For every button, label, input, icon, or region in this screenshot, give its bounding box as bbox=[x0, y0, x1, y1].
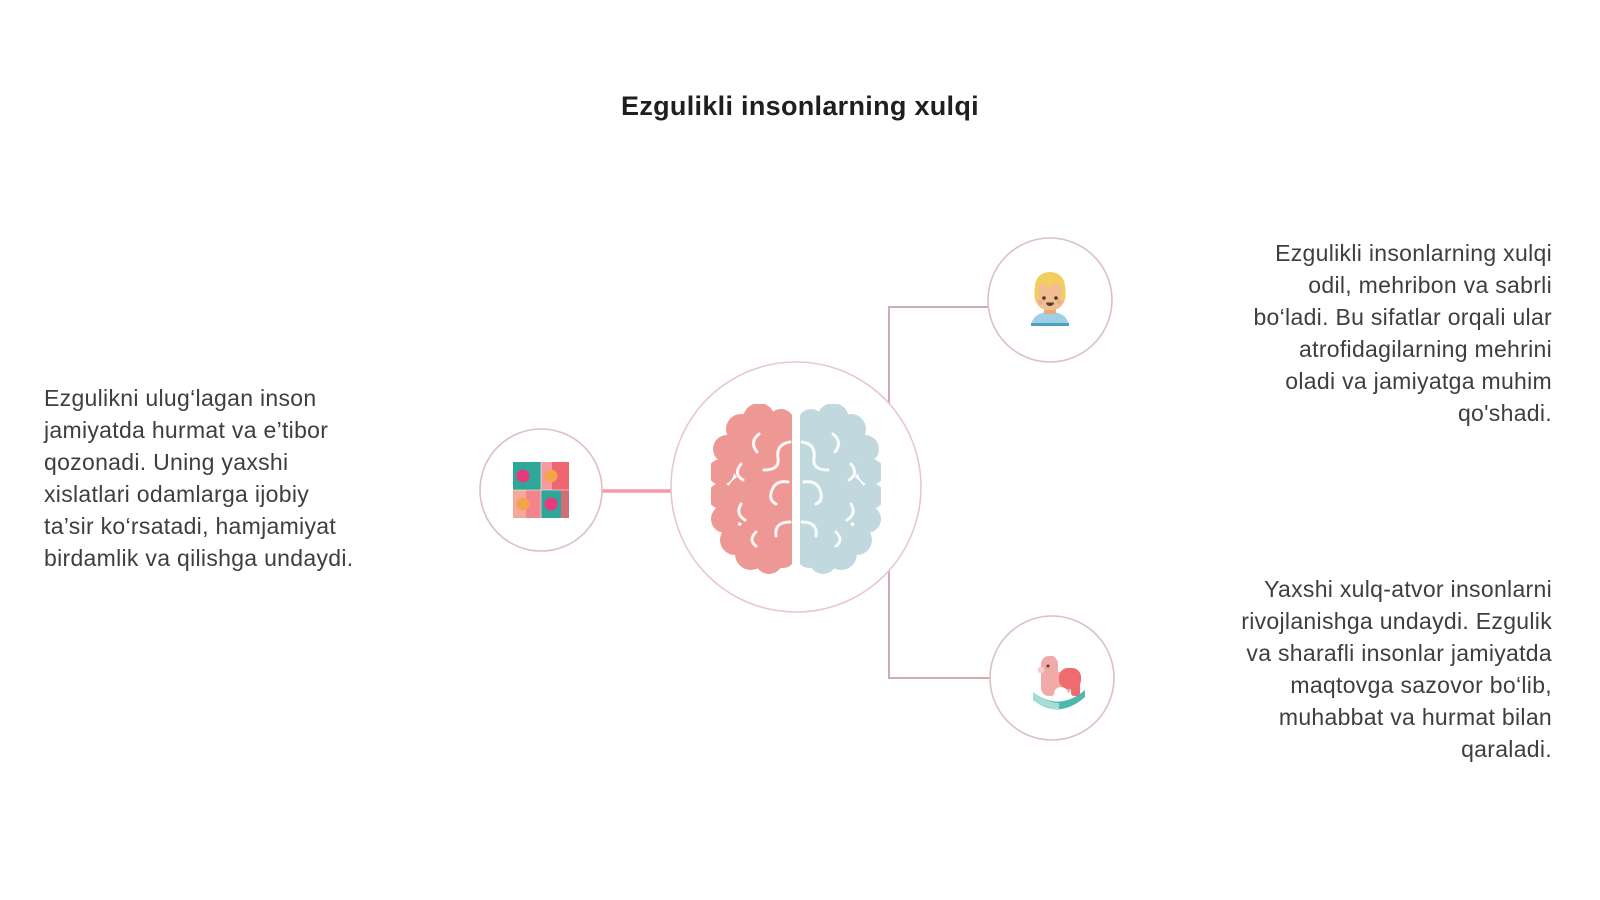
note-line: jamiyatda hurmat va e’tibor bbox=[44, 417, 329, 443]
note-line: va sharafli insonlar jamiyatda bbox=[1246, 640, 1552, 666]
note-line: Ezgulikli insonlarning xulqi bbox=[1275, 240, 1552, 266]
note-line: bo‘ladi. Bu sifatlar orqali ular bbox=[1253, 304, 1552, 330]
note-line: muhabbat va hurmat bilan bbox=[1278, 704, 1552, 730]
note-line: qo'shadi. bbox=[1457, 400, 1552, 426]
note-line: Yaxshi xulq-atvor insonlarni bbox=[1264, 576, 1552, 602]
diagram-title: Ezgulikli insonlarning xulqi bbox=[621, 91, 979, 121]
annotation-top-right: Ezgulikli insonlarning xulqi odil, mehri… bbox=[1253, 237, 1552, 429]
note-line: odil, mehribon va sabrli bbox=[1308, 272, 1552, 298]
brain-icon bbox=[711, 404, 881, 574]
note-line: ta’sir ko‘rsatadi, hamjamiyat bbox=[44, 513, 337, 539]
annotation-bottom-right: Yaxshi xulq-atvor insonlarni rivojlanish… bbox=[1241, 573, 1552, 765]
note-line: rivojlanishga undaydi. Ezgulik bbox=[1241, 608, 1552, 634]
note-line: maqtovga sazovor bo‘lib, bbox=[1290, 672, 1552, 698]
note-line: qozonadi. Uning yaxshi bbox=[44, 449, 289, 475]
center-node-circle bbox=[670, 361, 922, 613]
note-line: xislatlari odamlarga ijobiy bbox=[44, 481, 310, 507]
rocking-horse-icon bbox=[1033, 656, 1085, 710]
note-line: Ezgulikni ulug‘lagan inson bbox=[44, 385, 317, 411]
annotation-left: Ezgulikni ulug‘lagan inson jamiyatda hur… bbox=[44, 382, 353, 574]
puzzle-icon bbox=[513, 462, 569, 518]
note-line: qaraladi. bbox=[1461, 736, 1552, 762]
note-line: birdamlik va qilishga undaydi. bbox=[44, 545, 354, 571]
note-line: atrofidagilarning mehrini bbox=[1299, 336, 1552, 362]
child-icon bbox=[1031, 272, 1069, 326]
note-line: oladi va jamiyatga muhim bbox=[1285, 368, 1552, 394]
